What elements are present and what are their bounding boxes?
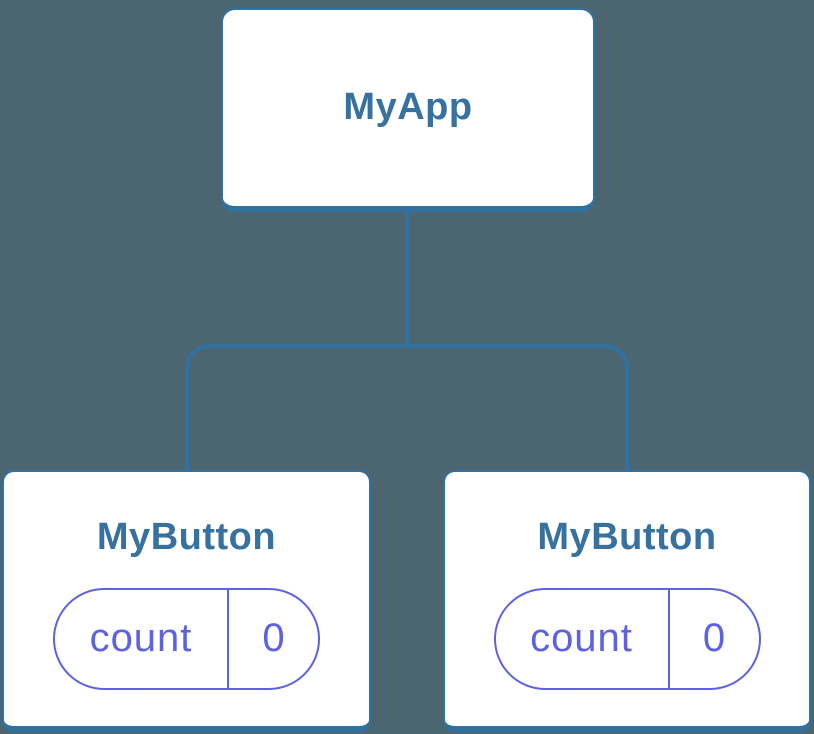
component-node-mybutton-right: MyButton count 0 [443, 470, 811, 732]
component-title-mybutton-right: MyButton [537, 516, 717, 558]
connector-stem [405, 212, 409, 348]
state-key-label: count [530, 616, 633, 660]
component-title-mybutton-left: MyButton [96, 516, 277, 558]
component-node-myapp: MyApp [221, 8, 595, 212]
state-value: 0 [667, 589, 759, 688]
component-title-myapp: MyApp [343, 86, 473, 129]
state-pill-left: count 0 [53, 587, 320, 690]
state-key-label: count [89, 616, 193, 660]
state-value: 0 [227, 589, 318, 688]
connector-bracket [185, 344, 629, 470]
state-pill-right: count 0 [493, 587, 761, 690]
component-node-mybutton-left: MyButton count 0 [2, 470, 371, 732]
